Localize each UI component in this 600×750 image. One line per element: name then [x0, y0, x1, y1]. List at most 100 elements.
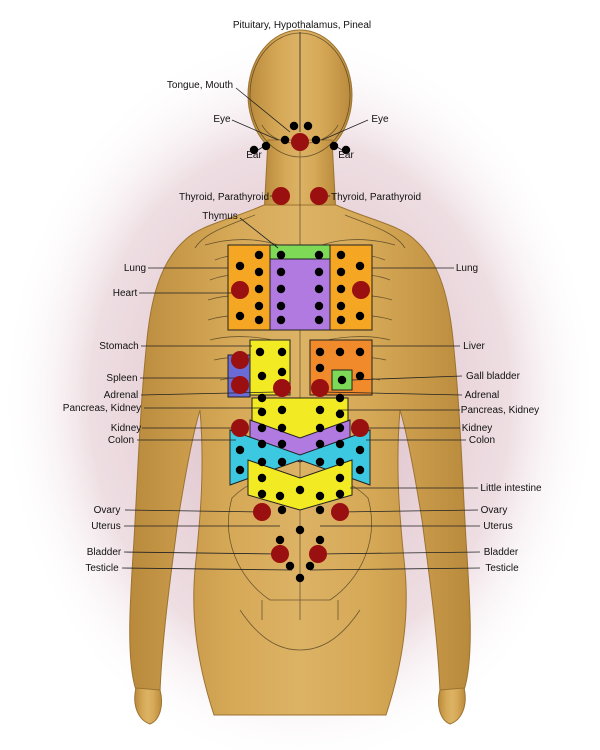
- minor-reflex-point: [305, 561, 315, 571]
- reflex-points: [231, 121, 370, 583]
- minor-reflex-point: [277, 423, 287, 433]
- minor-reflex-point: [336, 250, 346, 260]
- minor-reflex-point: [277, 457, 287, 467]
- minor-reflex-point: [255, 347, 265, 357]
- label-testicle-right: Testicle: [485, 563, 519, 574]
- minor-reflex-point: [275, 491, 285, 501]
- minor-reflex-point: [315, 363, 325, 373]
- minor-reflex-point: [315, 423, 325, 433]
- minor-reflex-point: [249, 145, 259, 155]
- major-reflex-point: [331, 503, 349, 521]
- minor-reflex-point: [289, 121, 299, 131]
- major-reflex-point: [352, 281, 370, 299]
- major-reflex-point: [271, 545, 289, 563]
- minor-reflex-point: [275, 535, 285, 545]
- label-testicle-left: Testicle: [85, 563, 119, 574]
- leader-testicle-right: [309, 567, 481, 571]
- minor-reflex-point: [335, 393, 345, 403]
- minor-reflex-point: [235, 261, 245, 271]
- label-ovary-right: Ovary: [481, 505, 508, 516]
- right-hand: [437, 687, 466, 725]
- minor-reflex-point: [355, 261, 365, 271]
- leader-tongue: [235, 87, 291, 133]
- major-reflex-point: [253, 503, 271, 521]
- minor-reflex-point: [257, 407, 267, 417]
- major-reflex-point: [311, 379, 329, 397]
- label-ear-left: Ear: [246, 150, 262, 161]
- minor-reflex-point: [257, 423, 267, 433]
- minor-reflex-point: [336, 301, 346, 311]
- leader-eye-left: [231, 119, 279, 141]
- minor-reflex-point: [295, 485, 305, 495]
- minor-reflex-point: [335, 347, 345, 357]
- minor-reflex-point: [254, 301, 264, 311]
- minor-reflex-point: [335, 409, 345, 419]
- minor-reflex-point: [315, 457, 325, 467]
- major-reflex-point: [231, 376, 249, 394]
- minor-reflex-point: [315, 405, 325, 415]
- minor-reflex-point: [315, 535, 325, 545]
- zone-little-intestine: [247, 459, 353, 511]
- minor-reflex-point: [277, 405, 287, 415]
- minor-reflex-point: [295, 525, 305, 535]
- minor-reflex-point: [336, 267, 346, 277]
- leader-gall-bladder: [351, 375, 463, 381]
- label-colon-left: Colon: [108, 435, 134, 446]
- minor-reflex-point: [335, 423, 345, 433]
- label-gall-bladder: Gall bladder: [466, 371, 521, 382]
- label-ovary-left: Ovary: [94, 505, 121, 516]
- label-thymus: Thymus: [202, 211, 238, 222]
- leader-bladder-left: [123, 551, 281, 555]
- minor-reflex-point: [314, 284, 324, 294]
- minor-reflex-point: [276, 301, 286, 311]
- minor-reflex-point: [335, 489, 345, 499]
- minor-reflex-point: [315, 491, 325, 501]
- label-pancreas-left: Pancreas, Kidney: [63, 403, 141, 414]
- minor-reflex-point: [235, 465, 245, 475]
- minor-reflex-point: [329, 141, 339, 151]
- minor-reflex-point: [257, 371, 267, 381]
- minor-reflex-point: [341, 145, 351, 155]
- label-eye-left: Eye: [213, 114, 231, 125]
- minor-reflex-point: [295, 573, 305, 583]
- label-kidney-left: Kidney: [111, 423, 142, 434]
- label-lung-left: Lung: [124, 263, 146, 274]
- label-thyroid-right: Thyroid, Parathyroid: [331, 192, 421, 203]
- minor-reflex-point: [335, 473, 345, 483]
- minor-reflex-point: [355, 371, 365, 381]
- leader-thymus: [239, 217, 279, 249]
- minor-reflex-point: [257, 489, 267, 499]
- minor-reflex-point: [235, 445, 245, 455]
- minor-reflex-point: [314, 267, 324, 277]
- label-uterus-left: Uterus: [91, 521, 120, 532]
- label-colon-right: Colon: [469, 435, 495, 446]
- minor-reflex-point: [276, 284, 286, 294]
- label-lung-right: Lung: [456, 263, 478, 274]
- label-tongue: Tongue, Mouth: [167, 80, 233, 91]
- minor-reflex-point: [254, 250, 264, 260]
- minor-reflex-point: [285, 561, 295, 571]
- major-reflex-point: [231, 351, 249, 369]
- major-reflex-point: [231, 419, 249, 437]
- minor-reflex-point: [355, 347, 365, 357]
- minor-reflex-point: [257, 473, 267, 483]
- label-thyroid-left: Thyroid, Parathyroid: [179, 192, 269, 203]
- leader-bladder-right: [317, 551, 481, 555]
- minor-reflex-point: [355, 311, 365, 321]
- label-pituitary: Pituitary, Hypothalamus, Pineal: [233, 20, 371, 31]
- minor-reflex-point: [235, 311, 245, 321]
- minor-reflex-point: [254, 315, 264, 325]
- minor-reflex-point: [315, 347, 325, 357]
- minor-reflex-point: [276, 315, 286, 325]
- minor-reflex-point: [277, 347, 287, 357]
- major-reflex-point: [309, 545, 327, 563]
- label-heart: Heart: [113, 288, 138, 299]
- label-bladder-left: Bladder: [87, 547, 122, 558]
- label-eye-right: Eye: [371, 114, 389, 125]
- leader-ovary-right: [339, 509, 479, 513]
- minor-reflex-point: [280, 135, 290, 145]
- minor-reflex-point: [277, 439, 287, 449]
- label-uterus-right: Uterus: [483, 521, 512, 532]
